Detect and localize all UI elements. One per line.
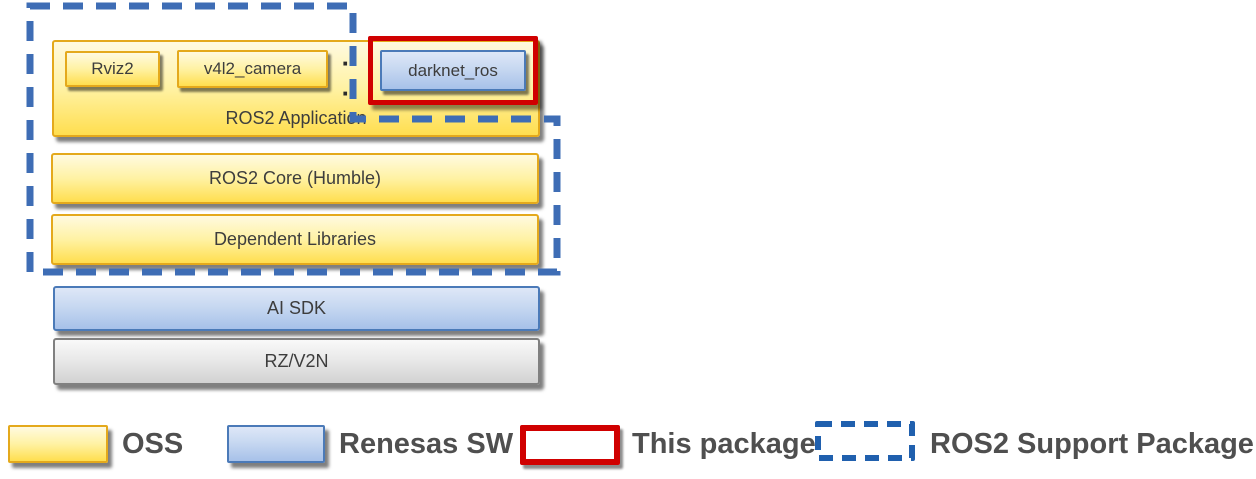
layer-label-dependent-libraries: Dependent Libraries [213, 229, 377, 249]
layer-label-ai-sdk: AI SDK [266, 298, 327, 318]
legend-label-renesas-sw: Renesas SW [339, 428, 514, 460]
layer-box-rzv2n: RZ/V2N [53, 338, 540, 385]
ros2-application-label: ROS2 Application [225, 108, 367, 128]
package-label-rviz2: Rviz2 [91, 59, 134, 78]
legend-swatch-this-package [520, 425, 620, 465]
package-label-darknet-ros: darknet_ros [408, 60, 498, 80]
this-package-highlight-frame: darknet_ros [368, 36, 538, 105]
package-box-v4l2-camera: v4l2_camera [177, 50, 328, 88]
legend-swatch-renesas-sw [227, 425, 325, 463]
layer-label-rzv2n: RZ/V2N [264, 351, 329, 371]
legend-swatch-oss [8, 425, 108, 463]
legend-label-ros2-support-package: ROS2 Support Package [930, 428, 1254, 460]
package-box-rviz2: Rviz2 [65, 51, 160, 87]
package-label-v4l2-camera: v4l2_camera [203, 59, 302, 78]
legend-swatch-ros2-support-package [815, 421, 915, 461]
legend-label-this-package: This package [632, 428, 816, 460]
layer-box-ai-sdk: AI SDK [53, 286, 540, 331]
layer-box-ros2-core: ROS2 Core (Humble) [51, 153, 539, 204]
package-box-darknet-ros: darknet_ros [380, 50, 526, 91]
layer-label-ros2-core: ROS2 Core (Humble) [208, 168, 382, 188]
legend-label-oss: OSS [122, 428, 184, 460]
layer-box-dependent-libraries: Dependent Libraries [51, 214, 539, 265]
